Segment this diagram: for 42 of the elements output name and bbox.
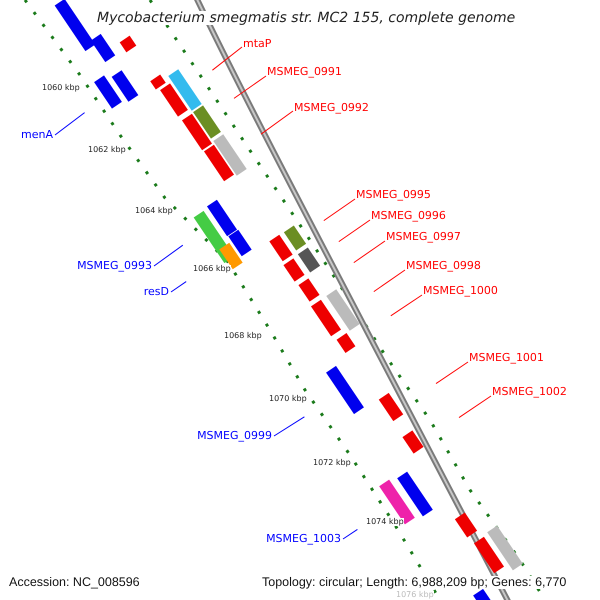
genome-summary-text: Topology: circular; Length: 6,988,209 bp; Genes: 6,770 [262, 576, 566, 588]
gene-label: MSMEG_0998 [406, 260, 481, 271]
gene-label: MSMEG_0995 [356, 189, 431, 200]
gene-label: MSMEG_0996 [371, 210, 446, 221]
gene-label: MSMEG_1000 [423, 285, 498, 296]
scale-label: 1062 kbp [88, 146, 126, 154]
scale-label: 1066 kbp [193, 265, 231, 273]
gene-label: MSMEG_1003 [266, 533, 341, 544]
scale-label: 1068 kbp [224, 332, 262, 340]
leader-line [170, 281, 187, 292]
scale-label: 1064 kbp [135, 207, 173, 215]
gene-label: resD [144, 286, 169, 297]
leader-line [234, 76, 266, 99]
leader-line [353, 240, 386, 264]
leader-line [390, 294, 422, 316]
leader-line [458, 396, 492, 418]
map-title: Mycobacterium smegmatis str. MC2 155, complete genome [97, 11, 516, 25]
scale-label: 1060 kbp [42, 84, 80, 92]
leader-line [338, 220, 370, 242]
scale-label: 1074 kbp [366, 518, 404, 526]
leader-line [323, 198, 356, 222]
leader-line [373, 270, 406, 292]
gene-label: MSMEG_0999 [197, 430, 272, 441]
gene-label: MSMEG_0992 [294, 102, 369, 113]
scale-label: 1076 kbp [396, 591, 434, 599]
gene-label: MSMEG_0993 [77, 260, 152, 271]
gene-label: MSMEG_0997 [386, 231, 461, 242]
gene-label: MSMEG_1001 [469, 352, 544, 363]
gene-label: mtaP [243, 38, 272, 49]
leader-line [274, 416, 305, 436]
accession-text: Accession: NC_008596 [9, 576, 140, 588]
scale-label: 1072 kbp [313, 459, 351, 467]
gene-label: MSMEG_0991 [267, 66, 342, 77]
leader-line [436, 362, 468, 384]
gene-label: menA [21, 129, 53, 140]
leader-line [212, 46, 242, 71]
gene-label: MSMEG_1002 [492, 386, 567, 397]
leader-line [260, 110, 294, 135]
leader-line [54, 112, 86, 136]
leader-line [342, 528, 358, 540]
scale-label: 1070 kbp [269, 395, 307, 403]
leader-line [154, 244, 184, 266]
